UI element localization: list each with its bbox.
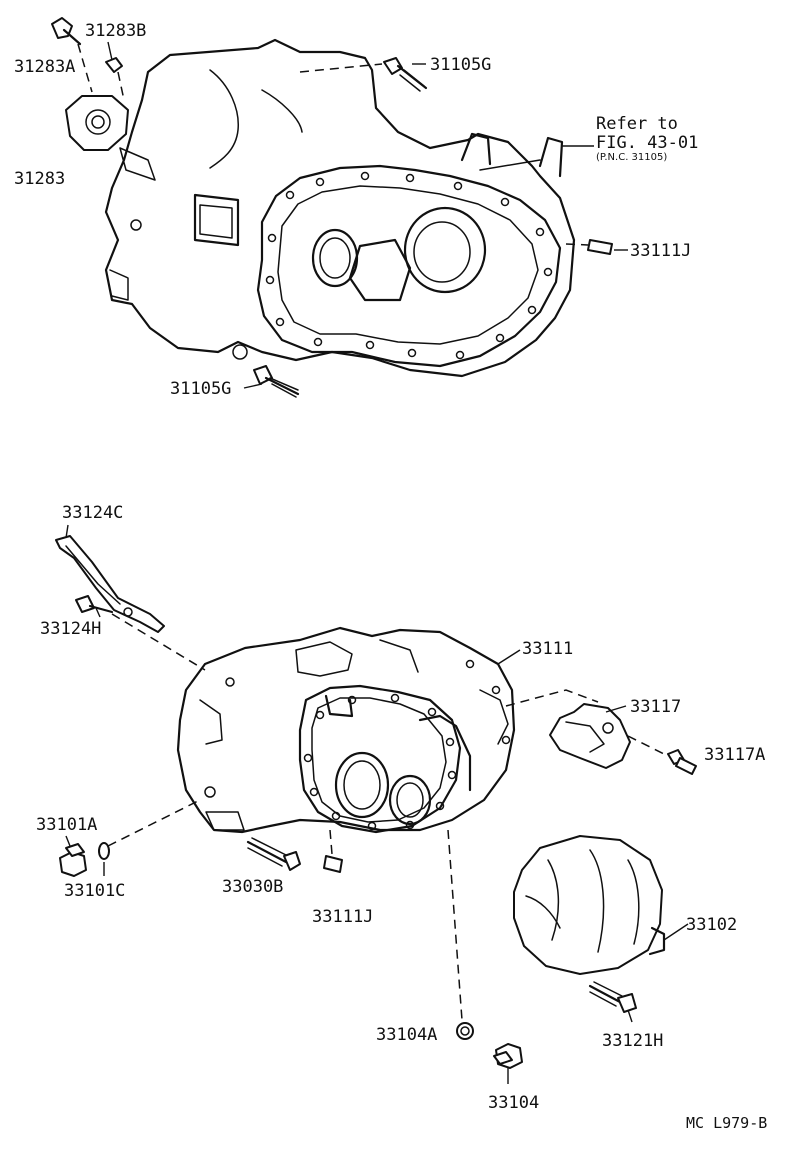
label-33030b: 33030B: [222, 877, 283, 897]
label-33121h: 33121H: [602, 1031, 663, 1051]
label-33102: 33102: [686, 915, 737, 935]
figure-code: MC L979-B: [686, 1114, 767, 1132]
bolt-31105g-lower: [253, 365, 300, 398]
bolt-31105g-upper: [299, 57, 428, 92]
label-33104a: 33104A: [376, 1025, 437, 1045]
plug-33104: [493, 1043, 523, 1069]
cover-33102: [513, 835, 666, 975]
pin-33111j-upper: [565, 239, 613, 255]
label-pnc-ref: (P.N.C. 31105): [596, 152, 667, 163]
bolt-33124h: [75, 595, 206, 671]
transaxle-case-33111: [176, 626, 516, 834]
label-33111j-lower: 33111J: [312, 907, 373, 927]
label-31105g-lower: 31105G: [170, 379, 231, 399]
label-33101c: 33101C: [64, 881, 125, 901]
label-33124h: 33124H: [40, 619, 101, 639]
label-fig-ref: FIG. 43-01: [596, 133, 698, 153]
bolt-33030b: [246, 837, 301, 871]
washer-33101c: [98, 799, 201, 860]
plug-33101a: [59, 843, 87, 877]
gasket-33104a: [447, 829, 474, 1040]
label-31283: 31283: [14, 169, 65, 189]
label-31105g-upper: 31105G: [430, 55, 491, 75]
pin-33111j-lower: [323, 829, 343, 873]
transmission-case-upper: [104, 38, 576, 378]
label-33111j-upper: 33111J: [630, 241, 691, 261]
label-31283a: 31283A: [14, 57, 75, 77]
label-33124c: 33124C: [62, 503, 123, 523]
label-33117: 33117: [630, 697, 681, 717]
callout-labels: 31283B 31283A 31283 31105G Refer to FIG.…: [14, 21, 767, 1132]
label-refer-to: Refer to: [596, 114, 678, 134]
bolt-33121h: [588, 981, 637, 1013]
label-33101a: 33101A: [36, 815, 97, 835]
label-31283b: 31283B: [85, 21, 146, 41]
leader-lines: [65, 41, 689, 1084]
label-33111: 33111: [522, 639, 573, 659]
bolt-33117a: [667, 749, 697, 775]
bracket-33117: [505, 689, 669, 769]
label-33117a: 33117A: [704, 745, 765, 765]
label-33104: 33104: [488, 1093, 539, 1113]
bracket-33124c: [55, 524, 165, 633]
cover-plate-31283: [51, 17, 129, 151]
